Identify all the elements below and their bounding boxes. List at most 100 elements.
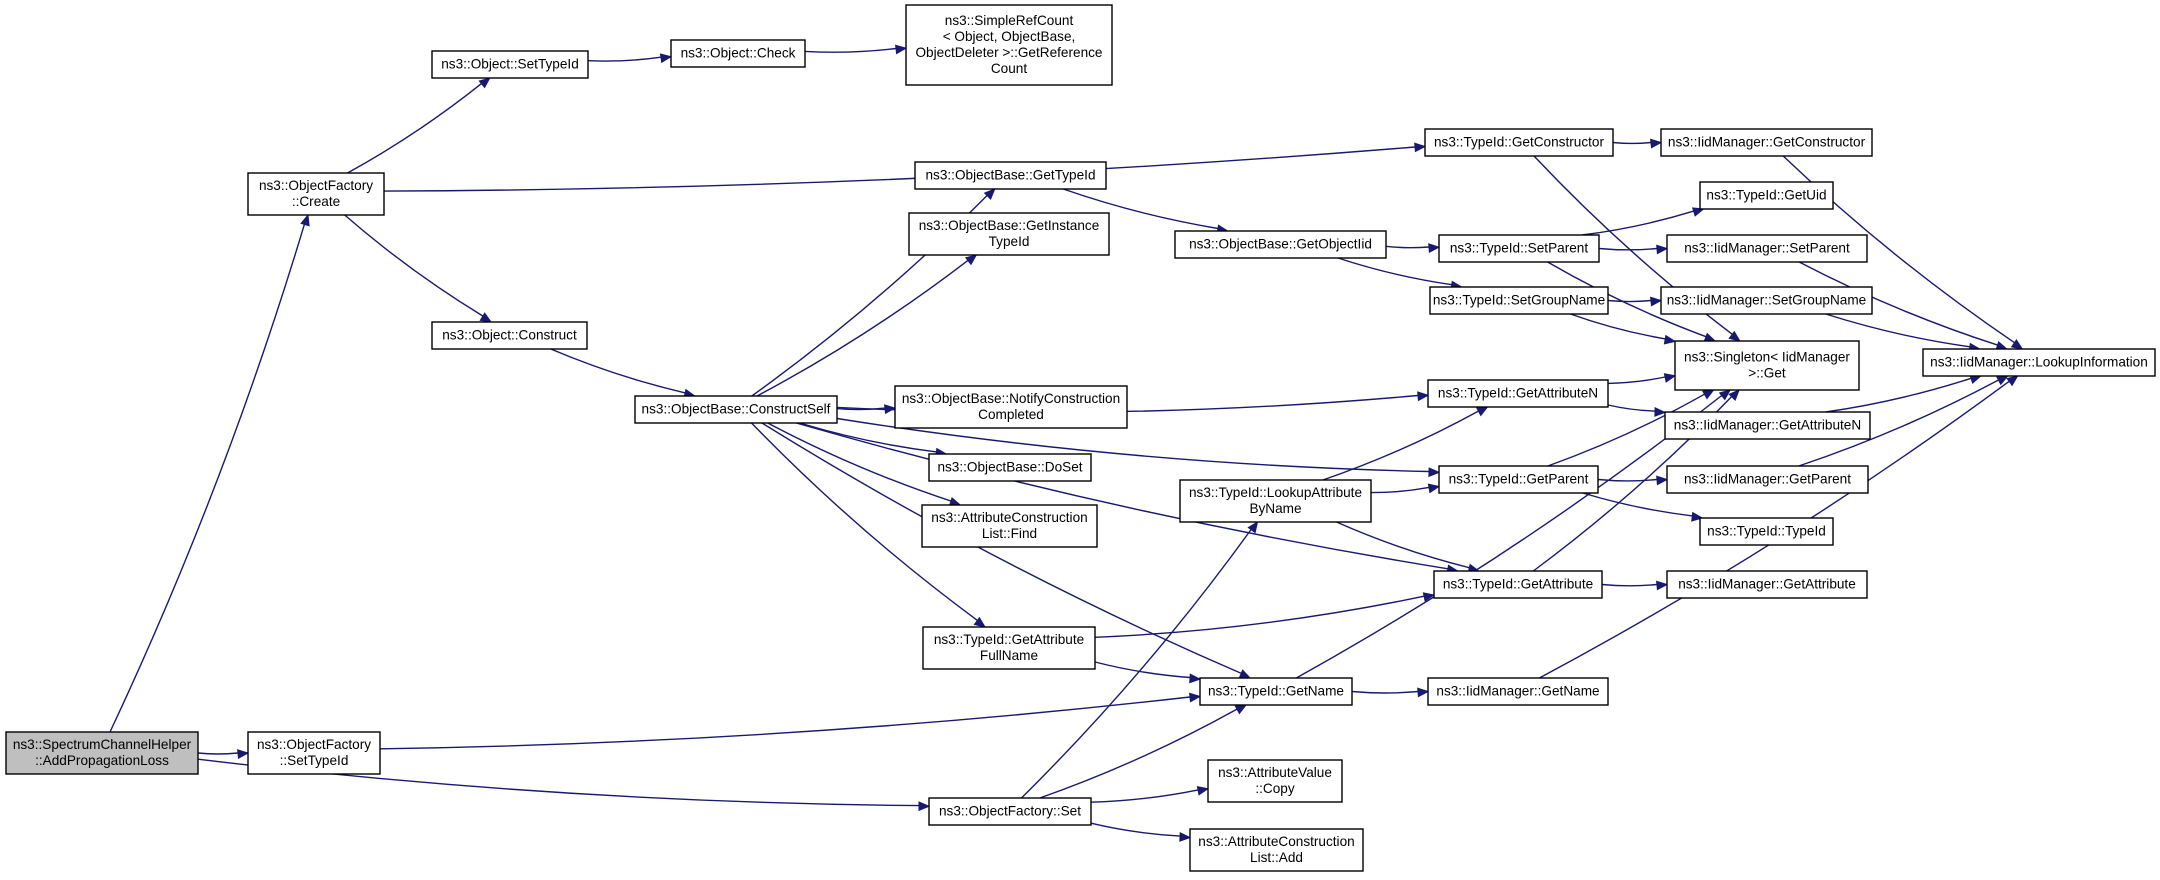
node-of-settypeid[interactable]: ns3::ObjectFactory::SetTypeId	[247, 731, 381, 775]
edge-of-set-to-av-copy	[1090, 785, 1210, 803]
node-label-line: ns3::TypeId::TypeId	[1707, 524, 1826, 539]
edge-tid-lookupattr-to-tid-getparent	[1370, 483, 1441, 494]
arrowhead-icon	[964, 254, 978, 266]
node-box	[1664, 411, 1871, 440]
edge-ob-constructself-to-tid-getparent	[836, 417, 1441, 478]
arrowhead-icon	[1650, 138, 1663, 149]
arrowhead-icon	[1691, 511, 1704, 522]
node-box	[908, 212, 1110, 256]
arrowhead-icon	[895, 44, 908, 55]
node-av-copy[interactable]: ns3::AttributeValue::Copy	[1207, 759, 1343, 803]
node-label-line: ns3::ObjectFactory	[257, 737, 371, 752]
arrowhead-icon	[1189, 692, 1202, 703]
arrowhead-icon	[1417, 391, 1430, 402]
edge-line	[1607, 376, 1666, 385]
edge-line	[796, 422, 1449, 570]
node-obj-settypeid[interactable]: ns3::Object::SetTypeId	[431, 50, 589, 79]
node-label-line: List::Find	[982, 526, 1037, 541]
node-iid-getattribute[interactable]: ns3::IidManager::GetAttribute	[1666, 570, 1868, 599]
edge-line	[1825, 313, 1970, 348]
node-box	[1699, 181, 1834, 210]
node-obj-check[interactable]: ns3::Object::Check	[670, 39, 806, 68]
node-label-line: ns3::IidManager::GetName	[1436, 684, 1599, 699]
node-tid-getname[interactable]: ns3::TypeId::GetName	[1199, 677, 1353, 706]
node-label-line: TypeId	[989, 234, 1030, 249]
node-ob-constructself[interactable]: ns3::ObjectBase::ConstructSelf	[634, 395, 838, 424]
node-box	[1424, 128, 1614, 157]
edge-tid-setgroupname-to-singleton-get	[1570, 313, 1677, 345]
node-singleton-get[interactable]: ns3::Singleton< IidManager >::Get	[1674, 340, 1860, 391]
node-iid-lookupinfo[interactable]: ns3::IidManager::LookupInformation	[1922, 348, 2156, 377]
node-label-line: ns3::ObjectBase::GetObjectIid	[1189, 237, 1372, 252]
node-root[interactable]: ns3::SpectrumChannelHelper::AddPropagati…	[5, 731, 199, 775]
node-ob-gettypeid[interactable]: ns3::ObjectBase::GetTypeId	[914, 161, 1107, 190]
node-label-line: ns3::SpectrumChannelHelper	[13, 737, 192, 752]
node-label-line: ns3::ObjectBase::GetTypeId	[925, 168, 1095, 183]
edge-ob-constructself-to-ob-getinstance	[756, 254, 978, 397]
edge-tid-lookupattr-to-tid-getattribute	[1336, 521, 1481, 574]
arrowhead-icon	[1728, 330, 1741, 342]
node-tid-getattribute[interactable]: ns3::TypeId::GetAttribute	[1433, 570, 1603, 599]
node-box	[670, 39, 806, 68]
edge-line	[587, 56, 662, 62]
node-box	[1438, 465, 1599, 494]
node-tid-typeid[interactable]: ns3::TypeId::TypeId	[1699, 517, 1834, 546]
arrowhead-icon	[1414, 142, 1427, 153]
node-ob-notify[interactable]: ns3::ObjectBase::NotifyConstructionCompl…	[894, 385, 1128, 429]
arrowhead-icon	[1428, 243, 1441, 253]
edge-line	[804, 47, 897, 53]
node-iid-getattrn[interactable]: ns3::IidManager::GetAttributeN	[1664, 411, 1871, 440]
node-iid-getparent[interactable]: ns3::IidManager::GetParent	[1666, 465, 1869, 494]
node-box	[1666, 465, 1869, 494]
node-iid-getconstructor[interactable]: ns3::IidManager::GetConstructor	[1660, 128, 1873, 157]
node-ob-getobjectiid[interactable]: ns3::ObjectBase::GetObjectIid	[1174, 230, 1387, 259]
node-box	[928, 453, 1092, 482]
edge-line	[1021, 529, 1252, 799]
edge-root-to-of-settypeid	[197, 749, 250, 759]
node-of-create[interactable]: ns3::ObjectFactory::Create	[247, 172, 385, 216]
arrowhead-icon	[1476, 406, 1489, 417]
arrowhead-icon	[1663, 373, 1677, 383]
edge-line	[1581, 210, 1694, 236]
node-label-line: ObjectDeleter >::GetReference	[915, 45, 1102, 60]
node-obj-construct[interactable]: ns3::Object::Construct	[431, 321, 588, 350]
edge-line	[1547, 393, 1705, 467]
node-of-set[interactable]: ns3::ObjectFactory::Set	[928, 797, 1092, 826]
node-label-line: ns3::AttributeConstruction	[1198, 834, 1354, 849]
arrowhead-icon	[1656, 580, 1669, 591]
node-iid-getname[interactable]: ns3::IidManager::GetName	[1427, 677, 1609, 706]
node-tid-getconstructor[interactable]: ns3::TypeId::GetConstructor	[1424, 128, 1614, 157]
node-tid-setparent[interactable]: ns3::TypeId::SetParent	[1438, 234, 1600, 263]
node-iid-setparent[interactable]: ns3::IidManager::SetParent	[1666, 234, 1868, 263]
node-label-line: ns3::IidManager::GetConstructor	[1668, 135, 1866, 150]
edge-tid-setparent-to-tid-getuid	[1581, 207, 1705, 236]
edge-line	[799, 422, 937, 453]
node-tid-getparent[interactable]: ns3::TypeId::GetParent	[1438, 465, 1599, 494]
node-tid-getuid[interactable]: ns3::TypeId::GetUid	[1699, 181, 1834, 210]
node-srefcount[interactable]: ns3::SimpleRefCount< Object, ObjectBase,…	[905, 4, 1113, 86]
node-box	[5, 731, 199, 775]
node-label-line: ns3::ObjectFactory::Set	[939, 804, 1081, 819]
edge-line	[1607, 404, 1656, 412]
edge-line	[344, 214, 484, 317]
edge-tid-getparent-to-iid-getparent	[1597, 475, 1669, 486]
edge-of-set-to-tid-lookupattr	[1021, 520, 1259, 799]
arrowhead-icon	[2006, 375, 2019, 387]
node-label-line: ns3::ObjectBase::ConstructSelf	[642, 402, 831, 417]
node-iid-setgroupname[interactable]: ns3::IidManager::SetGroupName	[1660, 286, 1873, 315]
arrowhead-icon	[1663, 334, 1677, 345]
edge-line	[1598, 247, 1658, 251]
node-label-line: ::SetTypeId	[280, 753, 349, 768]
arrowhead-icon	[1718, 389, 1732, 401]
node-ob-doset[interactable]: ns3::ObjectBase::DoSet	[928, 453, 1092, 482]
node-label-line: < Object, ObjectBase,	[943, 29, 1076, 44]
edge-of-create-to-obj-settypeid	[347, 77, 491, 174]
node-tid-setgroupname[interactable]: ns3::TypeId::SetGroupName	[1429, 286, 1609, 315]
node-tid-getattrn[interactable]: ns3::TypeId::GetAttributeN	[1427, 379, 1609, 408]
node-label-line: ns3::ObjectBase::DoSet	[937, 460, 1082, 475]
